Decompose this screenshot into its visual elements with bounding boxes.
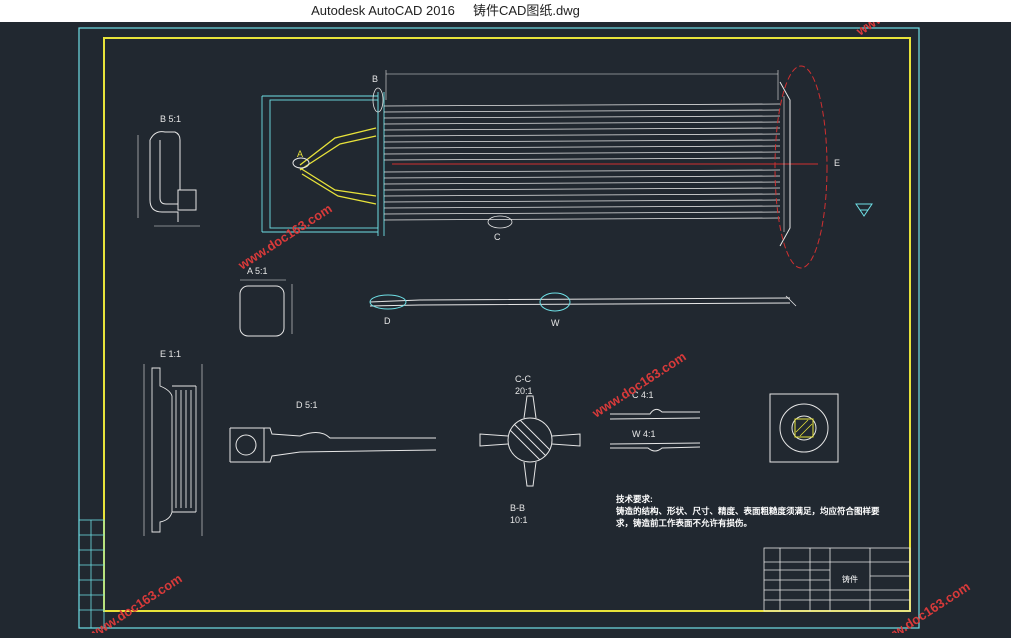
callout-d: D [384, 316, 391, 326]
detail-b-view[interactable]: B 5:1 [137, 114, 200, 227]
watermark-1: www.doc163.com [235, 201, 335, 273]
notes-line1: 铸造的结构、形状、尺寸、精度、表面粗糙度须满足，均应符合图样要 [616, 506, 880, 516]
section-cc-scale: 20:1 [515, 386, 533, 396]
section-cc-label: C-C [515, 374, 531, 384]
roughness-symbol [855, 203, 873, 217]
main-view[interactable]: B A C E [261, 65, 840, 269]
callout-w: W [551, 318, 560, 328]
watermark-4: www.doc163.com [873, 579, 973, 633]
callout-a: A [297, 149, 303, 159]
notes-line2: 求，铸造前工作表面不允许有损伤。 [616, 518, 752, 528]
detail-e-view[interactable]: E 1:1 [143, 349, 203, 536]
section-bb-scale: 10:1 [510, 515, 528, 525]
technical-notes: 技术要求: 铸造的结构、形状、尺寸、精度、表面粗糙度须满足，均应符合图样要 求，… [616, 494, 880, 528]
detail-b-label: B 5:1 [160, 114, 181, 124]
watermarks: www.doc163.com www.doc163.com www.doc163… [85, 0, 973, 638]
callout-b: B [372, 74, 378, 84]
sheet-border [78, 27, 920, 629]
detail-a-label: A 5:1 [247, 266, 268, 276]
detail-d-label: D 5:1 [296, 400, 318, 410]
title-block[interactable]: 铸件 [763, 547, 911, 612]
app-title: Autodesk AutoCAD 2016 [311, 3, 455, 18]
detail-c-label: C 4:1 [632, 390, 654, 400]
detail-a-view[interactable]: A 5:1 [239, 266, 293, 337]
callout-c: C [494, 232, 501, 242]
detail-c-w-view[interactable]: C 4:1 W 4:1 [609, 390, 701, 452]
detail-d-view[interactable]: D 5:1 [229, 400, 437, 463]
watermark-2: www.doc163.com [589, 349, 689, 421]
section-bb-label: B-B [510, 503, 525, 513]
title-block-part-name: 铸件 [842, 574, 858, 584]
flange-plan-view[interactable] [769, 393, 839, 463]
window-titlebar: Autodesk AutoCAD 2016 铸件CAD图纸.dwg [0, 0, 1011, 23]
callout-e: E [834, 158, 840, 168]
section-cc-view[interactable]: C-C 20:1 B-B 10:1 [479, 374, 581, 525]
drawing-frame [103, 37, 911, 612]
detail-w-label: W 4:1 [632, 429, 656, 439]
binding-strip-table [78, 519, 105, 629]
notes-heading: 技术要求: [616, 494, 653, 504]
detail-e-marker[interactable] [774, 65, 828, 269]
detail-e-label: E 1:1 [160, 349, 181, 359]
window-title: Autodesk AutoCAD 2016 铸件CAD图纸.dwg [0, 0, 1011, 22]
watermark-5: www.doc163.com [853, 22, 953, 39]
side-view[interactable]: D W [369, 292, 797, 328]
file-name: 铸件CAD图纸.dwg [472, 3, 580, 18]
